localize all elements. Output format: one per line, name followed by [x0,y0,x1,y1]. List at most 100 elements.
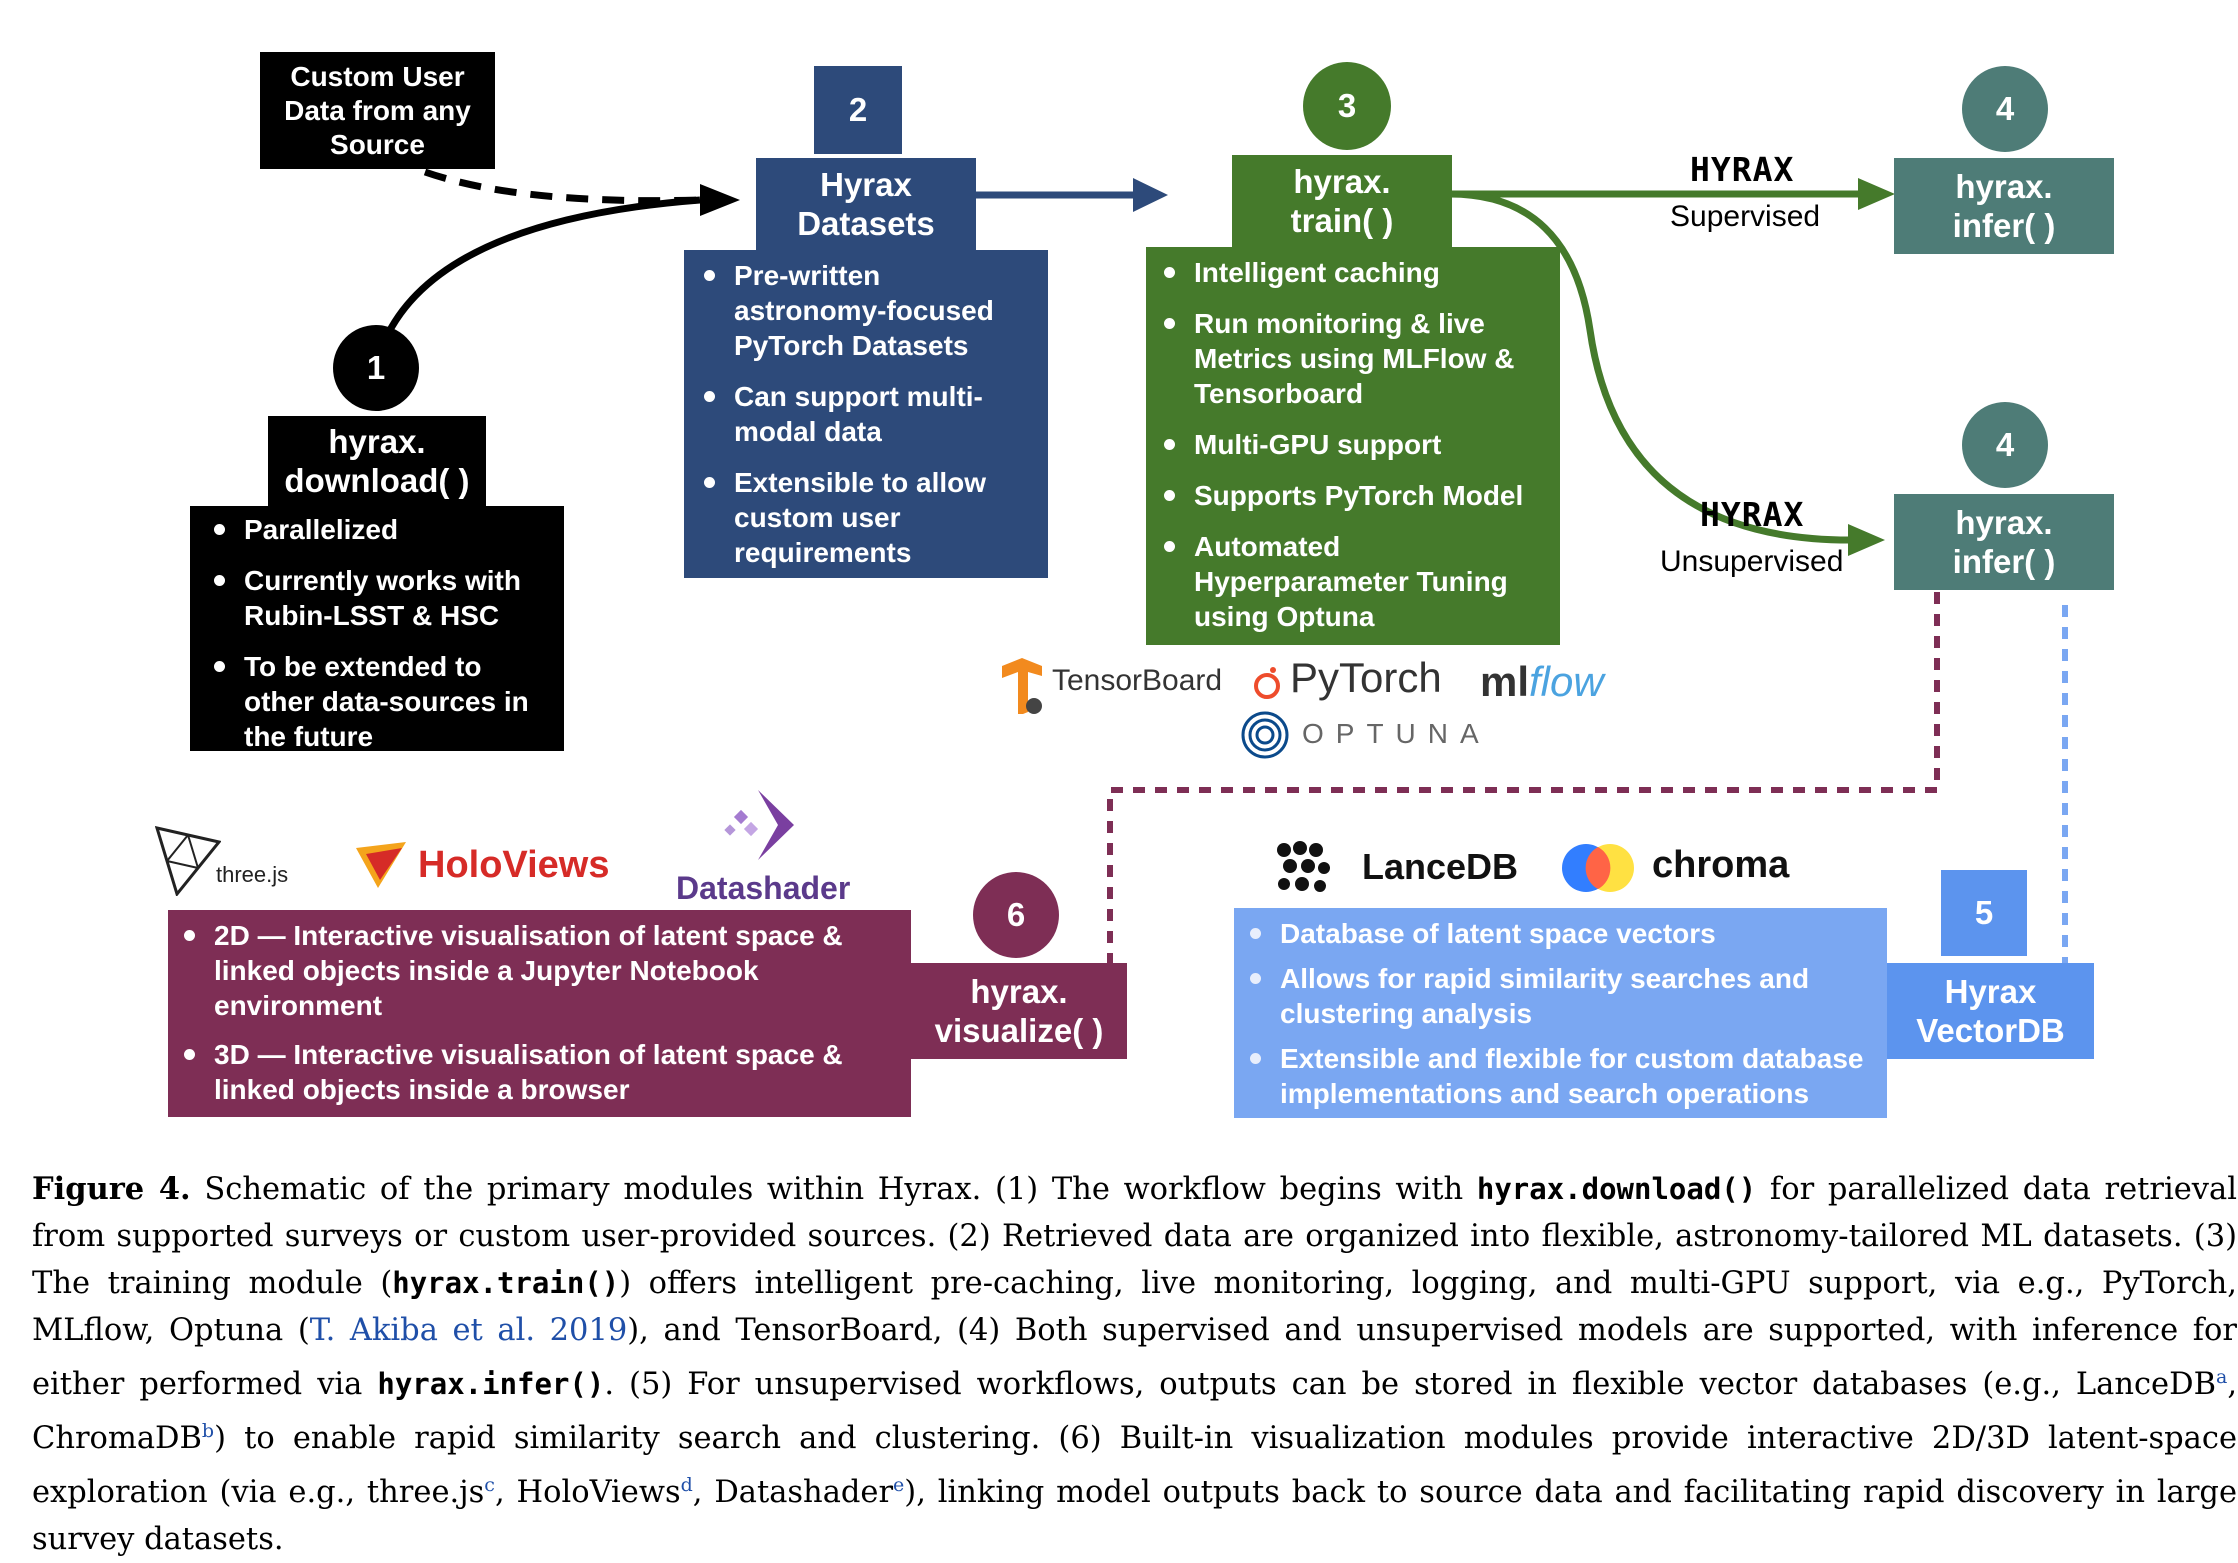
tensorboard-label: TensorBoard [1052,664,1223,697]
dashed-source-arrow [423,168,701,205]
infer-unsupervised-box[interactable]: hyrax. infer( ) [1894,494,2114,590]
download-details-box: Parallelized Currently works with Rubin-… [190,506,564,754]
datasets-arrowhead [1133,178,1168,212]
threejs-logo [154,825,222,898]
caption-text: ), linking model outputs back to source … [32,1475,2237,1558]
vectordb-details-box: Database of latent space vectors Allows … [1234,908,1887,1118]
caption-text: ) offers intelligent pre-caching, live m… [32,1266,2237,1348]
train-to-unsupervised-arrow [1449,190,1851,544]
figure-caption: Figure 4. Schematic of the primary modul… [32,1166,2237,1563]
download-title-2: download( ) [284,462,470,499]
caption-citation-link[interactable]: T. Akiba et al. 2019 [309,1313,628,1348]
caption-text: ), and TensorBoard, (4) Both supervised … [32,1313,2237,1403]
datasets-title-2: Datasets [797,205,935,242]
infer-unsupervised-title-2: infer( ) [1952,543,2056,580]
train-bullet: Multi-GPU support [1152,427,1550,462]
caption-label: Figure 4. [32,1171,191,1207]
unsupervised-hyrax-badge: HYRAX [1700,495,1805,534]
supervised-arrowhead [1858,178,1895,210]
train-bullet: Intelligent caching [1152,255,1550,290]
chroma-label: chroma [1652,844,1790,886]
source-line-2: Data from any [284,94,471,126]
caption-text: Schematic of the primary modules within … [190,1172,1477,1207]
caption-text: for parallelized data retrieval from sup… [32,1172,2237,1301]
vectordb-title-1: Hyrax [1944,973,2037,1010]
caption-footnote-link[interactable]: b [201,1420,215,1443]
datashader-logo [722,790,794,860]
caption-footnote-link[interactable]: d [680,1474,693,1497]
mlflow-logo: mlflow [1480,658,1604,706]
pytorch-label: PyTorch [1290,654,1442,701]
vectordb-title-box: Hyrax VectorDB [1887,963,2094,1059]
chroma-logo [1562,842,1636,894]
datasets-details-box: Pre-written astronomy-focused PyTorch Da… [684,250,1048,578]
caption-footnote-link[interactable]: c [484,1474,495,1497]
infer-supervised-box[interactable]: hyrax. infer( ) [1894,158,2114,254]
step-4-unsupervised-circle: 4 [1962,402,2048,488]
vectordb-bullet: Allows for rapid similarity searches and… [1238,961,1877,1031]
download-bullet: Currently works with Rubin-LSST & HSC [202,563,554,633]
optuna-icon [1241,711,1289,759]
caption-text: . (5) For unsupervised workflows, output… [604,1367,2216,1403]
step-5-number: 5 [1974,894,1994,931]
caption-text: , Datashader [692,1475,894,1511]
step-1-circle: 1 [333,325,419,411]
download-to-datasets-arrow [381,196,701,342]
download-title-1: hyrax. [328,423,426,460]
caption-text: , ChromaDB [32,1367,2238,1457]
lancedb-logo [1276,840,1332,896]
train-title-box: hyrax. train( ) [1232,155,1452,247]
visualize-title-1: hyrax. [970,973,1068,1010]
optuna-label: OPTUNA [1302,718,1491,749]
train-bullet: Run monitoring & live Metrics using MLFl… [1152,306,1550,411]
datasets-bullet: Pre-written astronomy-focused PyTorch Da… [692,258,1038,363]
caption-footnote-link[interactable]: a [2215,1366,2228,1388]
datashader-icon [724,790,794,860]
step-3-circle: 3 [1303,62,1391,150]
download-title-box: hyrax. download( ) [268,416,486,506]
mlflow-label-ml: ml [1480,658,1530,705]
connector-layer [381,168,2068,965]
step-4-number: 4 [1995,90,2015,127]
datasets-title-box: Hyrax Datasets [756,158,976,250]
download-arrowhead [700,184,740,216]
step-1-number: 1 [366,349,386,386]
train-title-2: train( ) [1290,202,1394,239]
visualize-title-box: hyrax. visualize( ) [911,963,1127,1059]
caption-footnote-link[interactable]: e [893,1474,905,1497]
step-2-square: 2 [814,66,902,154]
pytorch-icon [1254,667,1280,699]
vectordb-bullet: Database of latent space vectors [1238,916,1877,951]
step-3-number: 3 [1337,87,1357,124]
datasets-bullet: Can support multi-modal data [692,379,1038,449]
unsupervised-label: Unsupervised [1660,545,1844,578]
visualize-bullet: 3D — Interactive visualisation of latent… [172,1037,901,1107]
train-details-box: Intelligent caching Run monitoring & liv… [1146,247,1560,645]
infer-to-visualize-connector [1107,592,1940,965]
visualize-bullet: 2D — Interactive visualisation of latent… [172,918,901,1023]
threejs-icon [154,825,222,898]
datasets-title-1: Hyrax [820,166,912,203]
vectordb-bullet: Extensible and flexible for custom datab… [1238,1041,1877,1111]
chroma-icon [1562,844,1634,892]
vectordb-title-2: VectorDB [1916,1012,2065,1049]
custom-source-box: Custom User Data from any Source [260,52,495,169]
datashader-label: Datashader [676,870,851,906]
supervised-label: Supervised [1670,200,1821,233]
source-line-1: Custom User [290,60,465,92]
step-4-supervised-circle: 4 [1962,66,2048,152]
caption-text: , HoloViews [494,1475,681,1511]
supervised-hyrax-badge: HYRAX [1690,150,1795,189]
caption-code: hyrax.train() [392,1266,620,1300]
optuna-logo [1240,710,1290,760]
step-5-square: 5 [1941,870,2027,956]
tensorboard-logo [996,658,1058,716]
step-4-number: 4 [1995,426,2015,463]
infer-supervised-title-1: hyrax. [1955,168,2053,205]
download-bullet: To be extended to other data-sources in … [202,649,554,754]
holoviews-label: HoloViews [418,844,610,886]
tensorboard-icon [1002,658,1042,716]
holoviews-logo [356,842,410,892]
caption-code: hyrax.download() [1476,1172,1757,1206]
lancedb-icon [1277,841,1330,892]
